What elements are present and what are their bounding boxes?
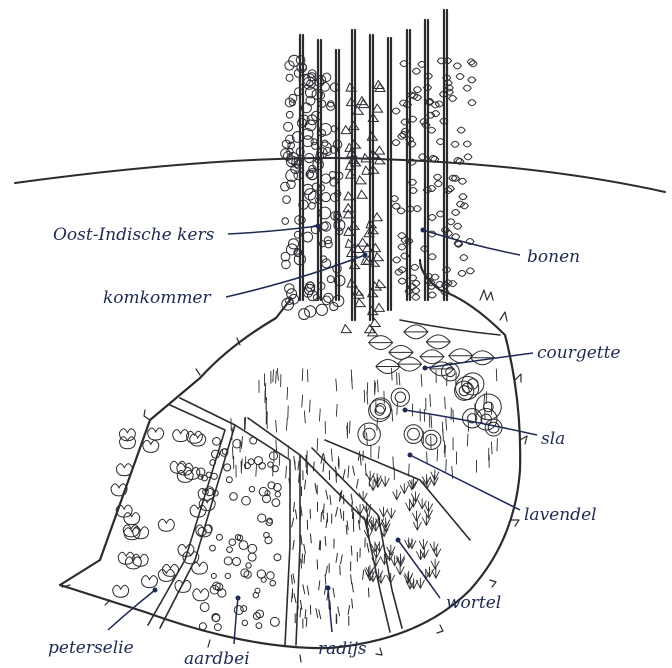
label-peterselie: peterselie: [48, 638, 134, 658]
label-bonen: bonen: [527, 247, 580, 267]
label-oost-indische-kers: Oost-Indische kers: [53, 225, 215, 245]
label-courgette: courgette: [537, 343, 621, 363]
bed-plants: [111, 325, 502, 631]
label-komkommer: komkommer: [103, 288, 211, 308]
label-wortel: wortel: [446, 593, 501, 613]
label-sla: sla: [541, 429, 565, 449]
trellis-poles: [300, 10, 447, 320]
label-aardbei: aardbei: [184, 649, 250, 668]
label-radijs: radijs: [318, 639, 367, 659]
label-lavendel: lavendel: [524, 505, 597, 525]
